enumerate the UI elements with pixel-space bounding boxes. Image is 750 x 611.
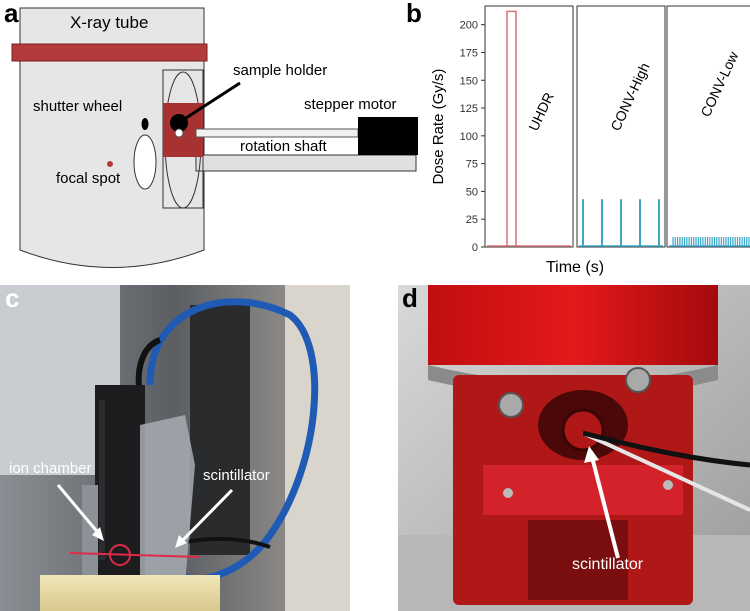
screw-bottom-left <box>503 488 513 498</box>
laser-crosshair <box>109 544 131 566</box>
blue-cable <box>146 298 319 583</box>
y-tick-label: 125 <box>460 103 478 115</box>
panel-c-letter: c <box>5 283 20 313</box>
ion-chamber-arrowhead <box>92 527 104 541</box>
rotation-shaft-label: rotation shaft <box>240 138 327 155</box>
y-tick-label: 0 <box>472 242 478 254</box>
scintillator-label-d: scintillator <box>572 556 644 573</box>
sample-holder-ring <box>561 408 605 452</box>
subplot-frame <box>666 5 750 248</box>
ion-chamber-arrow <box>56 484 102 536</box>
panel-d-letter: d <box>402 283 418 313</box>
sample-holder-circle <box>170 114 188 132</box>
scintillator-arrow-d <box>590 456 620 559</box>
scintillator-holder <box>140 415 195 585</box>
y-tick-label: 25 <box>466 214 478 226</box>
bg-dark-cabinet <box>190 305 250 555</box>
black-cable-right <box>179 536 271 549</box>
panel-d-photo <box>398 285 750 611</box>
y-tick-label: 50 <box>466 186 478 198</box>
screw-bottom-right <box>663 480 673 490</box>
y-tick-label: 175 <box>460 47 478 59</box>
y-tick-label: 150 <box>460 75 478 87</box>
front-red-bar <box>483 465 683 515</box>
xray-tube-body <box>19 7 205 268</box>
scintillator-label-c: scintillator <box>203 467 270 484</box>
shutter-wheel-label: shutter wheel <box>33 98 123 115</box>
screw-top-right <box>625 367 651 393</box>
sample-holder-pointer <box>185 81 241 120</box>
laser-line <box>69 552 201 558</box>
shutter-wheel-hole <box>141 118 149 130</box>
black-cable-d <box>582 430 750 468</box>
shaft-end-circle <box>174 128 184 138</box>
phantom-base <box>40 575 220 611</box>
scintillator-arrow-c <box>178 488 234 545</box>
x-axis-label: Time (s) <box>546 259 604 276</box>
y-tick-label: 200 <box>460 20 478 32</box>
stepper-motor-label: stepper motor <box>304 96 397 113</box>
y-tick-label: 75 <box>466 159 478 171</box>
grey-mount-left <box>82 485 98 585</box>
stepper-motor <box>358 117 418 155</box>
panel-a-diagram <box>11 7 418 268</box>
panel-a-letter: a <box>4 0 19 28</box>
focal-spot-dot <box>107 161 113 167</box>
ion-chamber-label: ion chamber <box>9 460 92 477</box>
dose-pulse <box>506 10 517 246</box>
panel-c-photo <box>0 285 350 611</box>
rotation-shaft-rod <box>582 431 750 512</box>
y-tick-label: 100 <box>460 131 478 143</box>
shutter-wheel <box>133 134 157 190</box>
focal-spot-label: focal spot <box>56 170 121 187</box>
y-axis-label: Dose Rate (Gy/s) <box>430 69 447 185</box>
xray-tube-band <box>11 43 208 62</box>
bg-light-right <box>285 285 350 611</box>
screw-top-left <box>498 392 524 418</box>
subplot-frame <box>484 5 574 248</box>
rotation-shaft <box>195 128 359 138</box>
scintillator-arrowhead-c <box>175 535 187 548</box>
red-tube <box>428 285 718 365</box>
scintillator-arrowhead-d <box>584 446 599 463</box>
sample-holder-label: sample holder <box>233 62 328 79</box>
ion-chamber-face <box>99 400 105 560</box>
shaft-housing <box>195 154 417 172</box>
xray-tube-label: X-ray tube <box>70 13 149 32</box>
panel-b-letter: b <box>406 0 422 28</box>
